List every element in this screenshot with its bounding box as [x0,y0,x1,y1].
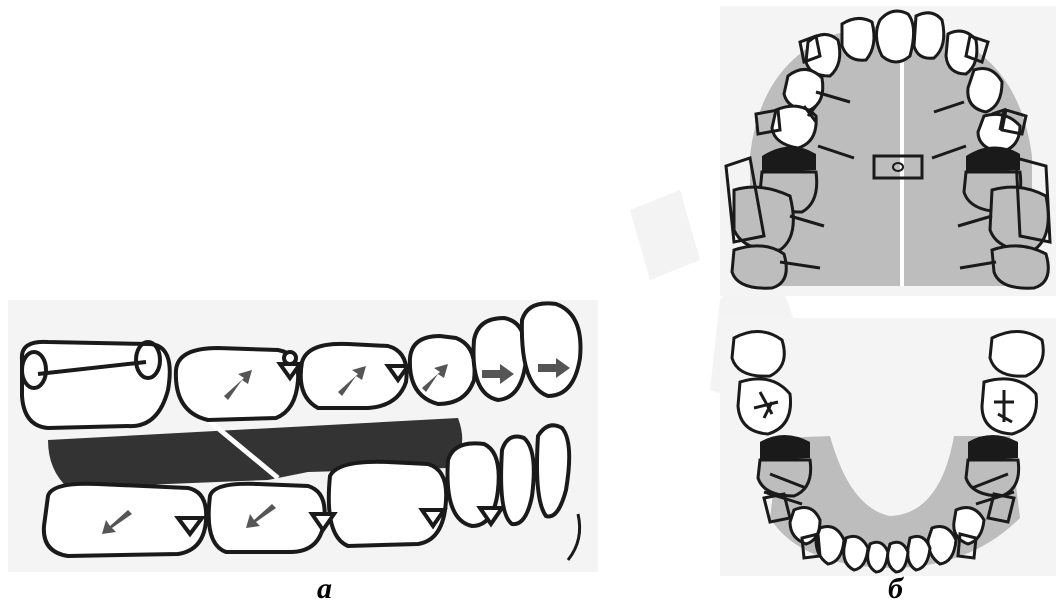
lower-jaw-occlusal-diagram [720,318,1056,576]
upper-molar-1 [22,342,170,428]
lower-canine [501,437,534,525]
panel-b-upper-jaw [720,6,1056,296]
caption-b: б [888,572,903,606]
left-lower-band-marker [760,435,810,460]
upper-canine [474,318,527,400]
upper-jaw-occlusal-diagram [720,6,1056,296]
lateral-dentition-diagram [8,300,598,572]
upper-premolar-1 [301,344,407,408]
right-lower-band-marker [968,435,1018,460]
upper-molar-2 [176,348,298,420]
caption-a: а [317,572,332,606]
lower-premolar-1 [329,462,446,546]
panel-a-lateral-view [8,300,598,572]
lower-molar-2 [209,484,325,552]
panel-b-lower-jaw [720,318,1056,576]
upper-incisor [522,303,581,396]
